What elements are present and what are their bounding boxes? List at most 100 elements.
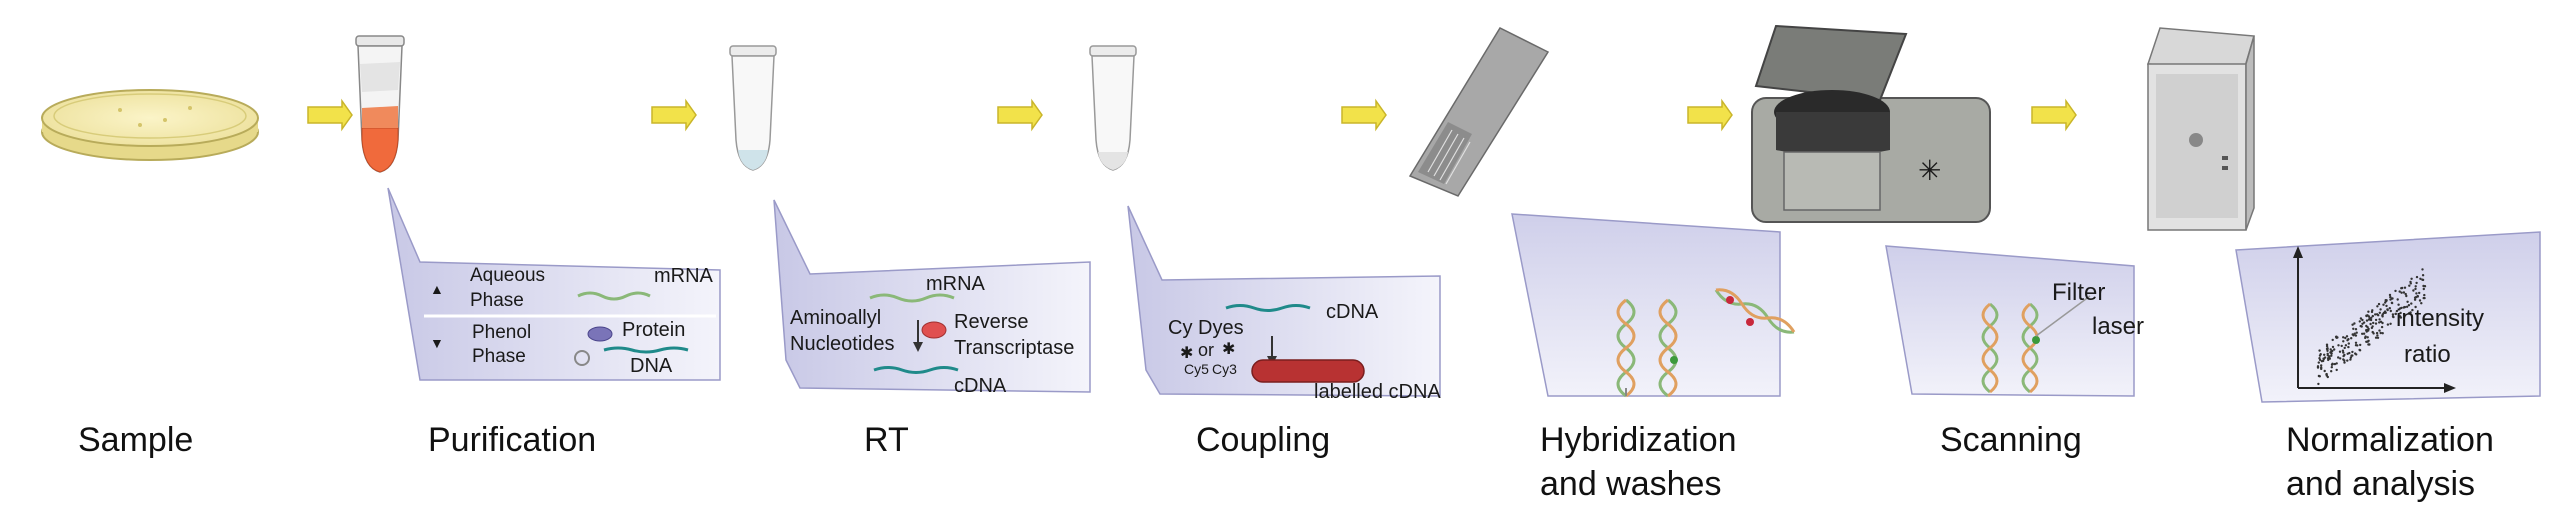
phenol-label: Phenol bbox=[472, 322, 531, 343]
phenol-phase-label: Phase bbox=[472, 346, 526, 367]
scatter-point bbox=[2367, 315, 2371, 318]
scatter-point bbox=[2344, 344, 2348, 347]
scatter-point bbox=[2422, 287, 2425, 291]
scatter-point bbox=[2345, 335, 2349, 338]
scatter-point bbox=[2346, 359, 2349, 362]
scatter-point bbox=[2323, 353, 2326, 356]
scatter-point bbox=[2406, 300, 2409, 303]
scatter-point bbox=[2416, 295, 2419, 298]
transcriptase-label: Transcriptase bbox=[954, 337, 1074, 359]
scatter-point bbox=[2402, 291, 2406, 294]
scatter-point bbox=[2350, 337, 2353, 340]
scatter-point bbox=[2343, 361, 2346, 364]
scatter-point bbox=[2343, 353, 2346, 357]
scatter-point bbox=[2318, 357, 2321, 360]
reverse-label: Reverse bbox=[954, 311, 1028, 333]
scatter-point bbox=[2372, 332, 2375, 335]
coupling-cdna-label: cDNA bbox=[1326, 301, 1379, 323]
scatter-point bbox=[2412, 289, 2415, 292]
scatter-point bbox=[2369, 318, 2373, 322]
scatter-point bbox=[2353, 332, 2356, 335]
scatter-point bbox=[2403, 286, 2407, 289]
coupling-cdna-strand-icon bbox=[1225, 304, 1311, 312]
laser-label: laser bbox=[2092, 313, 2144, 340]
scatter-point bbox=[2325, 373, 2328, 376]
scatter-point bbox=[2347, 345, 2350, 349]
rt-cdna-label: cDNA bbox=[954, 375, 1007, 397]
scatter-point bbox=[2340, 344, 2343, 348]
labelled-cdna-icon bbox=[1251, 359, 1365, 383]
scatter-point bbox=[2399, 307, 2402, 310]
scatter-point bbox=[2374, 313, 2377, 316]
scatter-point bbox=[2386, 323, 2390, 326]
scatter-point bbox=[2378, 318, 2381, 321]
scatter-point bbox=[2381, 332, 2384, 335]
scatter-point bbox=[2394, 312, 2397, 316]
scatter-point bbox=[2354, 334, 2358, 337]
scatter-point bbox=[2421, 274, 2425, 277]
scatter-point bbox=[2349, 356, 2353, 359]
scatter-point bbox=[2423, 296, 2426, 300]
scatter-point bbox=[2414, 287, 2417, 291]
coupling-panel: cDNA Cy Dyes ✱ or ✱ Cy5 Cy3 labelled cDN… bbox=[1127, 205, 1441, 403]
rt-mrna-label: mRNA bbox=[926, 273, 986, 295]
scatter-point bbox=[2365, 314, 2368, 318]
stage-label-scanning: Scanning bbox=[1940, 421, 2082, 459]
scatter-point bbox=[2326, 349, 2329, 352]
dna-label: DNA bbox=[630, 355, 673, 377]
scatter-point bbox=[2384, 301, 2387, 304]
scatter-point bbox=[2359, 343, 2362, 347]
scatter-point bbox=[2410, 302, 2413, 305]
scatter-point bbox=[2335, 335, 2338, 338]
scatter-point bbox=[2405, 305, 2409, 308]
scatter-point bbox=[2367, 327, 2370, 331]
scatter-point bbox=[2327, 358, 2330, 362]
scatter-point bbox=[2337, 344, 2340, 347]
scatter-point bbox=[2389, 309, 2392, 313]
scatter-point bbox=[2375, 331, 2379, 335]
scatter-point bbox=[2403, 313, 2406, 316]
flow-arrow-icon bbox=[997, 98, 1043, 132]
scatter-point bbox=[2410, 277, 2413, 280]
scatter-point bbox=[2362, 332, 2366, 335]
aminoallyl-label: Aminoallyl bbox=[790, 307, 881, 329]
scatter-point bbox=[2408, 312, 2411, 315]
ratio-label: ratio bbox=[2404, 341, 2451, 368]
scatter-point bbox=[2359, 324, 2362, 328]
scatter-point bbox=[2355, 353, 2358, 356]
scatter-point bbox=[2368, 343, 2371, 346]
scatter-point bbox=[2367, 310, 2370, 313]
scatter-point bbox=[2351, 350, 2354, 354]
scatter-point bbox=[2316, 365, 2320, 368]
scatter-point bbox=[2355, 331, 2358, 334]
scatter-point bbox=[2365, 319, 2369, 322]
scatter-point bbox=[2347, 338, 2350, 341]
scatter-point bbox=[2367, 339, 2370, 342]
scatter-point bbox=[2323, 369, 2326, 373]
scatter-point bbox=[2395, 309, 2399, 313]
scatter-point bbox=[2381, 315, 2384, 318]
scatter-point bbox=[2421, 278, 2424, 281]
aqueous-label: Aqueous bbox=[470, 265, 545, 286]
scatter-point bbox=[2331, 349, 2334, 353]
scatter-point bbox=[2418, 299, 2422, 302]
scatter-point bbox=[2361, 332, 2364, 335]
cy3-dot-icon bbox=[2032, 336, 2040, 344]
scatter-point bbox=[2378, 329, 2381, 332]
dna-helix-icon bbox=[1658, 298, 1678, 398]
scatter-point bbox=[2391, 313, 2395, 316]
scatter-point bbox=[2318, 354, 2322, 357]
scatter-cloud-icon bbox=[2316, 268, 2427, 386]
scatter-point bbox=[2329, 351, 2332, 354]
phase-down-arrow-icon: ▼ bbox=[430, 335, 444, 351]
purif-mrna-label: mRNA bbox=[654, 265, 714, 287]
scatter-point bbox=[2371, 314, 2374, 318]
scatter-point bbox=[2320, 366, 2323, 369]
scatter-point bbox=[2331, 338, 2334, 342]
scatter-point bbox=[2335, 368, 2338, 372]
scatter-point bbox=[2353, 322, 2356, 325]
scatter-point bbox=[2388, 293, 2392, 297]
scatter-point bbox=[2325, 347, 2329, 351]
scatter-point bbox=[2374, 318, 2378, 322]
